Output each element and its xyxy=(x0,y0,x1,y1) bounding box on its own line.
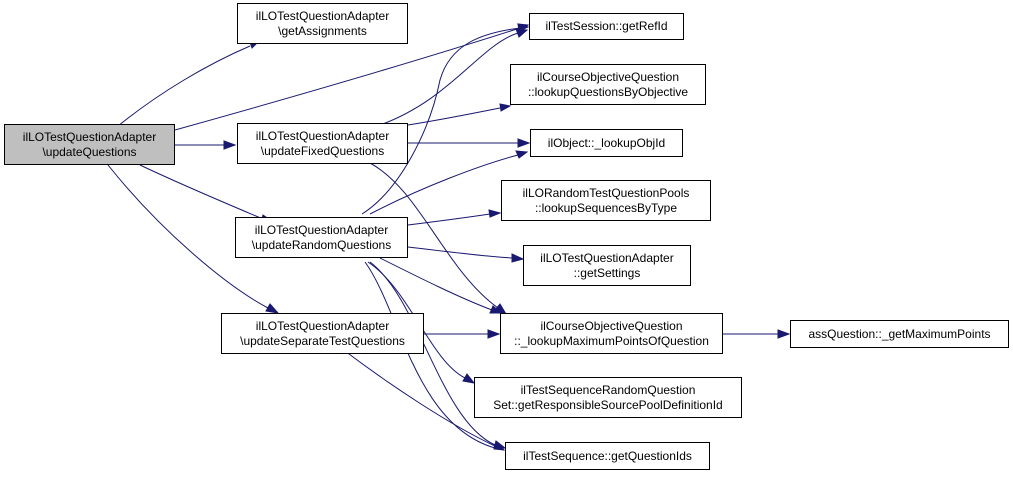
edge-fixed-getrefid xyxy=(379,32,519,126)
node-source-pool-line1: ilTestSequenceRandomQuestion xyxy=(520,382,696,397)
edge-random-lookupmaxpoints xyxy=(379,257,493,311)
edge-random-questionids-a xyxy=(369,261,496,446)
edge-separate-questionids xyxy=(344,350,496,447)
node-get-ref-id[interactable]: ilTestSession::getRefId xyxy=(529,13,684,40)
node-update-fixed-line2: \updateFixedQuestions xyxy=(260,143,385,158)
edge-fixed-lookupmaxpoints xyxy=(369,162,499,309)
edge-fixed-lookupbyobjective xyxy=(407,107,501,126)
node-get-assignments-line1: ilLOTestQuestionAdapter xyxy=(255,8,390,23)
node-update-separate-line1: ilLOTestQuestionAdapter xyxy=(255,318,390,333)
node-update-random-line1: ilLOTestQuestionAdapter xyxy=(254,222,389,237)
edge-random-getsettings xyxy=(407,246,513,259)
node-update-questions[interactable]: ilLOTestQuestionAdapter \updateQuestions xyxy=(4,124,175,165)
node-lookup-max-points-line2: ::_lookupMaximumPointsOfQuestion xyxy=(514,333,709,348)
node-get-ref-id-line1: ilTestSession::getRefId xyxy=(545,19,668,33)
node-lookup-obj-id-line1: ilObject::_lookupObjId xyxy=(547,135,666,150)
node-lookup-questions-by-objective[interactable]: ilCourseObjectiveQuestion ::lookupQuesti… xyxy=(510,64,706,105)
node-update-random-line2: \updateRandomQuestions xyxy=(251,237,392,252)
node-lookup-maximum-points-of-question[interactable]: ilCourseObjectiveQuestion ::_lookupMaxim… xyxy=(500,313,723,354)
edge-root-updaterandom xyxy=(139,164,264,220)
edge-random-lookupobjid xyxy=(369,154,519,215)
edge-random-lookupseq xyxy=(407,213,491,226)
node-get-assignments[interactable]: ilLOTestQuestionAdapter \getAssignments xyxy=(237,3,408,44)
node-update-fixed-questions[interactable]: ilLOTestQuestionAdapter \updateFixedQues… xyxy=(237,123,408,164)
node-update-separate-questions[interactable]: ilLOTestQuestionAdapter \updateSeparateT… xyxy=(221,313,424,354)
node-get-maximum-points-line1: assQuestion::_getMaximumPoints xyxy=(808,326,991,341)
edge-root-getassignments xyxy=(117,45,251,127)
node-update-random-questions[interactable]: ilLOTestQuestionAdapter \updateRandomQue… xyxy=(235,217,408,258)
edge-root-updateseparate xyxy=(107,164,269,309)
node-source-pool-line2: Set::getResponsibleSourcePoolDefinitionI… xyxy=(493,397,723,412)
node-get-settings-line1: ilLOTestQuestionAdapter xyxy=(540,250,674,265)
node-update-questions-line1: ilLOTestQuestionAdapter xyxy=(22,129,157,144)
node-update-questions-line2: \updateQuestions xyxy=(42,144,137,159)
node-lookup-by-objective-line2: ::lookupQuestionsByObjective xyxy=(527,84,689,99)
node-lookup-by-objective-line1: ilCourseObjectiveQuestion xyxy=(536,69,680,84)
node-get-maximum-points[interactable]: assQuestion::_getMaximumPoints xyxy=(790,320,1009,348)
node-get-assignments-line2: \getAssignments xyxy=(278,23,367,38)
node-lookup-sequences-by-type[interactable]: ilLORandomTestQuestionPools ::lookupSequ… xyxy=(501,180,711,221)
edge-random-getrefid xyxy=(361,27,521,215)
node-get-question-ids-line1: ilTestSequence::getQuestionIds xyxy=(523,448,692,463)
node-lookup-max-points-line1: ilCourseObjectiveQuestion xyxy=(540,318,683,333)
edge-root-getrefid xyxy=(174,27,521,131)
node-get-settings[interactable]: ilLOTestQuestionAdapter ::getSettings xyxy=(523,245,691,286)
node-get-question-ids[interactable]: ilTestSequence::getQuestionIds xyxy=(505,442,710,470)
node-get-responsible-source-pool[interactable]: ilTestSequenceRandomQuestion Set::getRes… xyxy=(474,377,742,418)
edge-random-questionids-b xyxy=(364,261,496,449)
node-lookup-seq-line1: ilLORandomTestQuestionPools xyxy=(522,185,690,200)
node-update-separate-line2: \updateSeparateTestQuestions xyxy=(240,333,405,348)
node-update-fixed-line1: ilLOTestQuestionAdapter xyxy=(255,128,390,143)
node-lookup-obj-id[interactable]: ilObject::_lookupObjId xyxy=(530,129,683,157)
node-get-settings-line2: ::getSettings xyxy=(573,265,641,280)
node-lookup-seq-line2: ::lookupSequencesByType xyxy=(534,200,678,215)
